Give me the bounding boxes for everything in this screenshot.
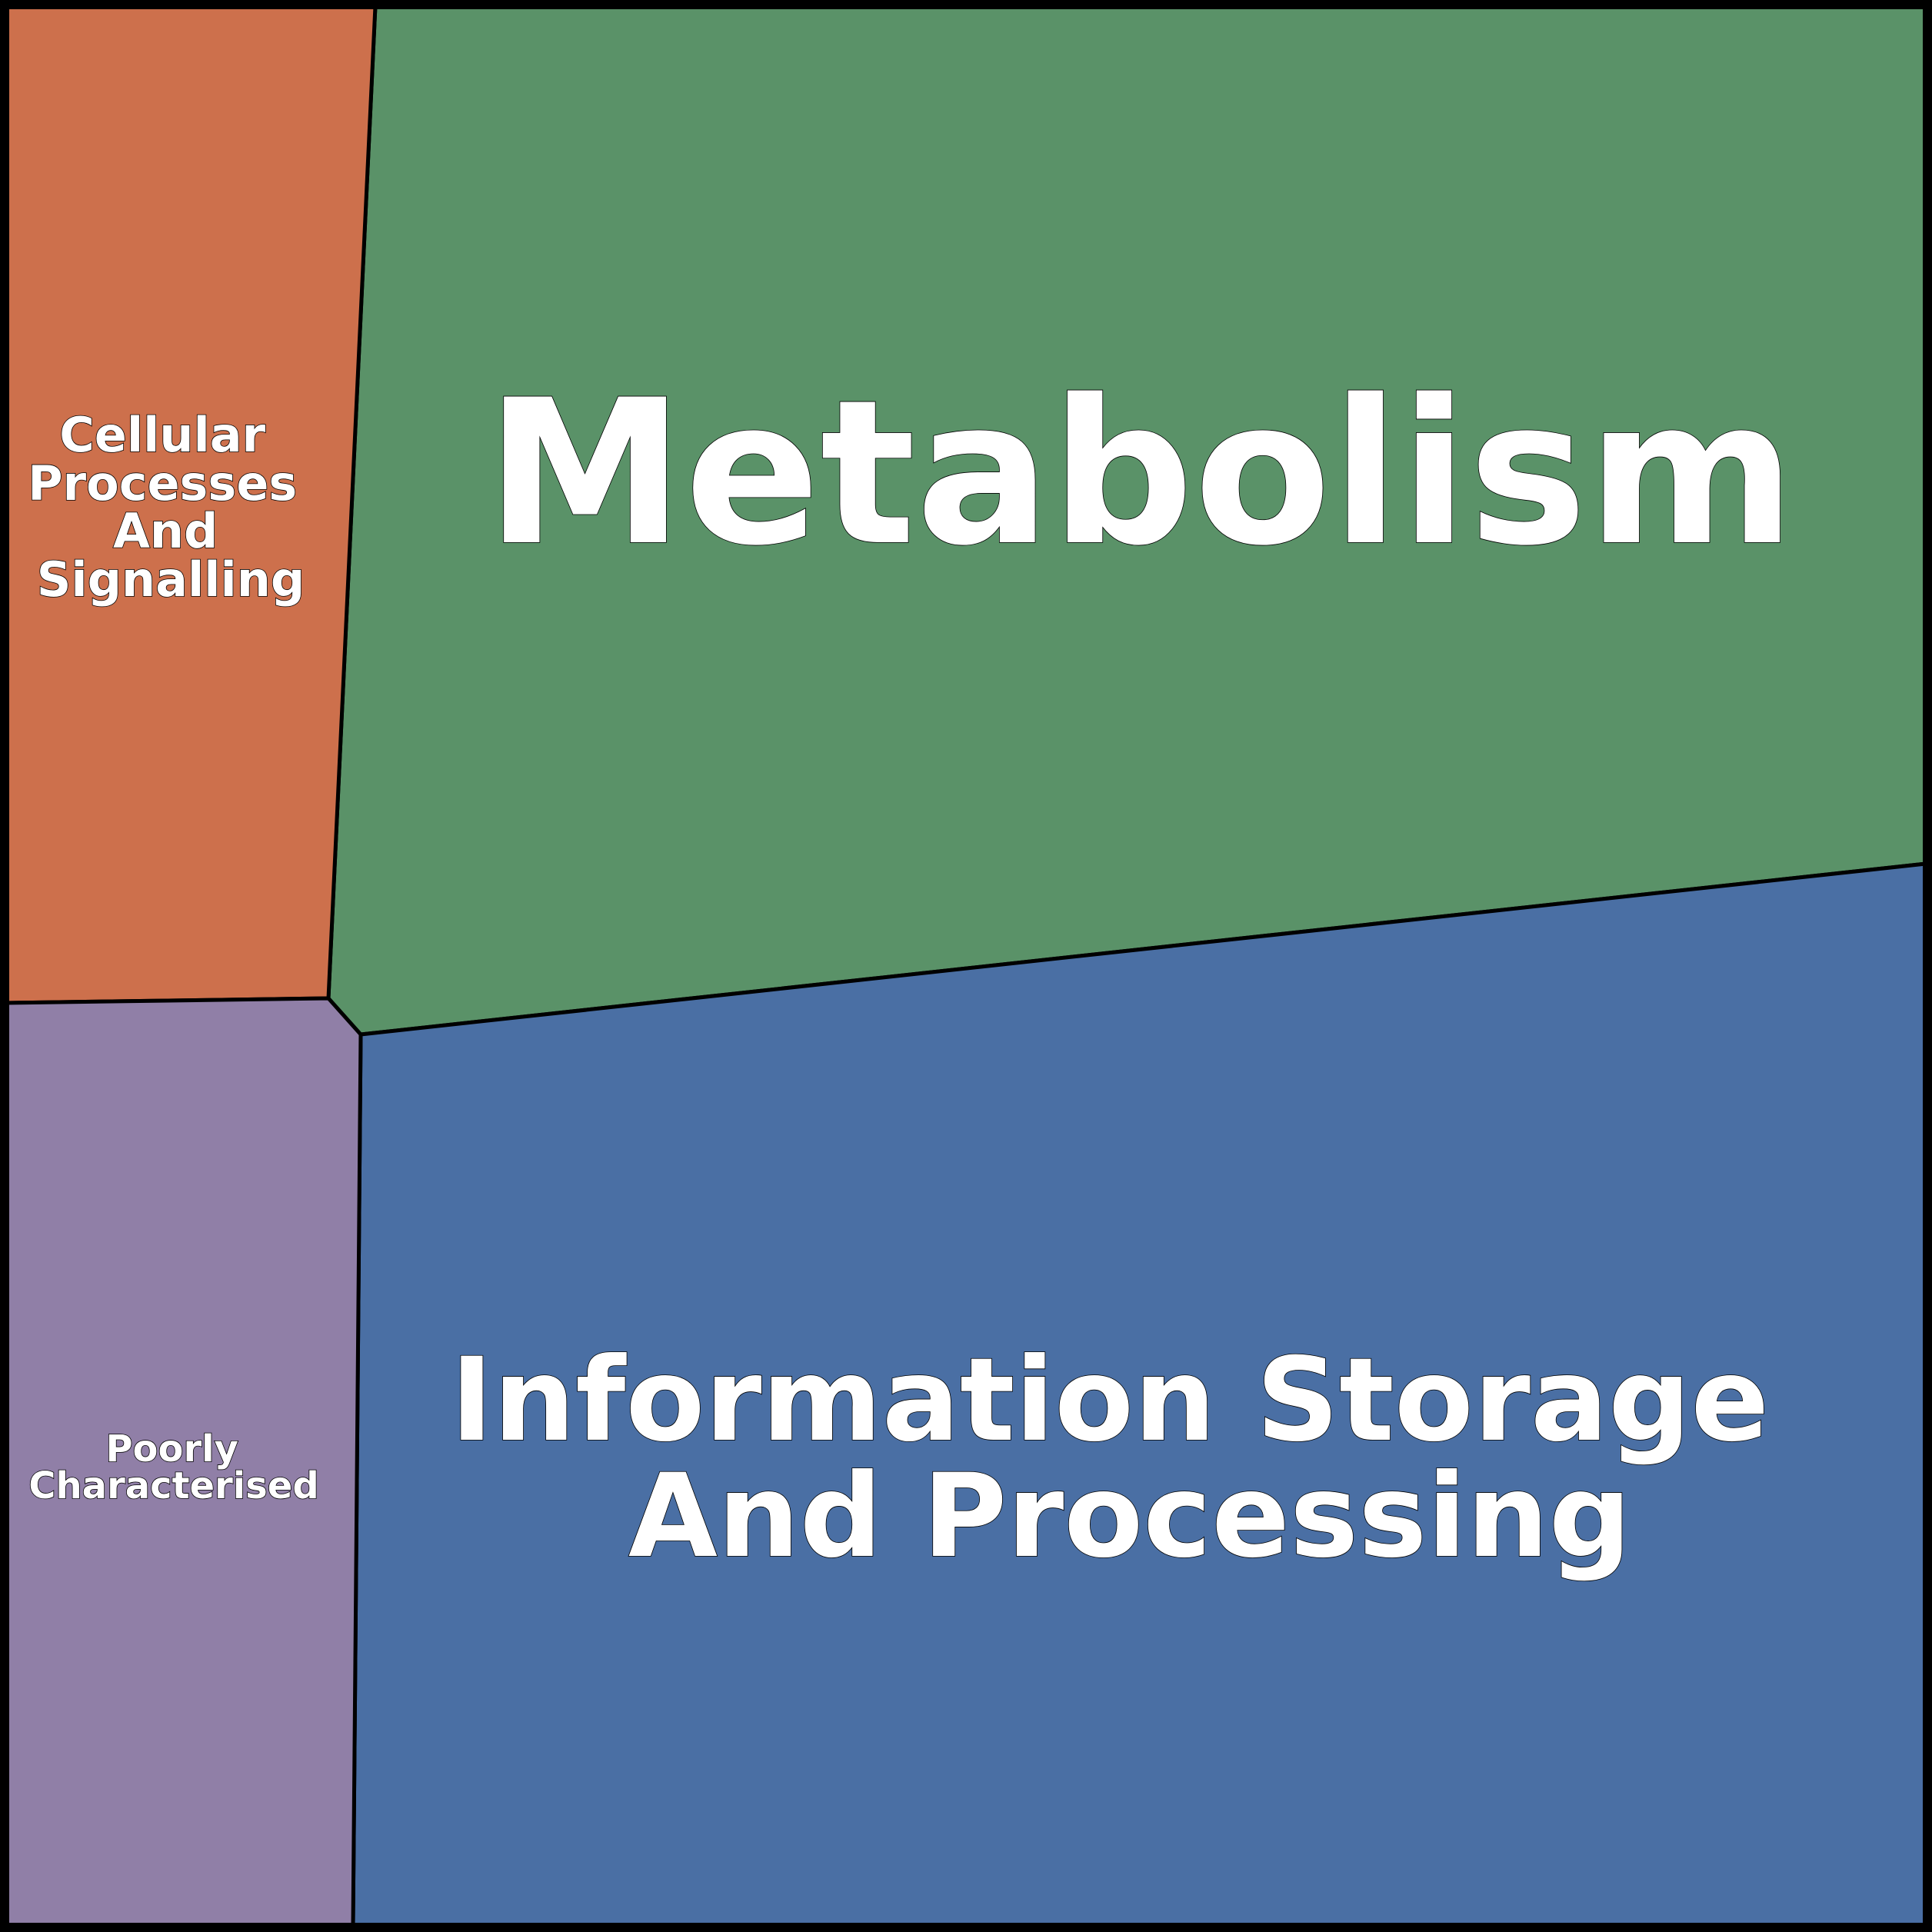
label-poorly-line-1: Poorly [105,1427,238,1471]
label-information-storage: Information Storage And Processing [451,1334,1810,1584]
label-cellular-line-2: Processes [28,455,297,511]
label-cellular-processes: Cellular Processes And Signalling [28,407,314,608]
label-cellular-line-1: Cellular [59,407,265,463]
label-metabolism-line: Metabolism [485,358,1795,590]
label-cellular-line-3: And [113,503,218,559]
label-information-line-2: And Processing [628,1450,1631,1584]
label-information-line-1: Information Storage [451,1334,1770,1467]
label-poorly-characterised: Poorly Characterised [28,1427,318,1507]
label-metabolism: Metabolism [485,358,1795,590]
label-poorly-line-2: Characterised [28,1464,318,1507]
label-cellular-line-4: Signalling [37,551,305,608]
